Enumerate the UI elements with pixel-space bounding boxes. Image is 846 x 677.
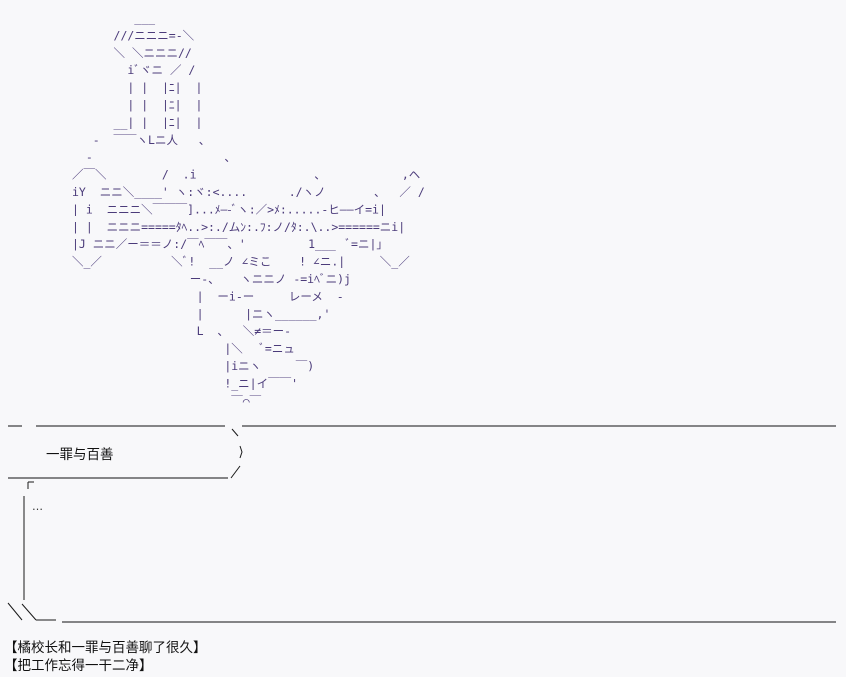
ascii-art-line: |iニヽ ￣) xyxy=(72,359,314,373)
caption-line-2: 【把工作忘得一干二净】 xyxy=(4,658,153,674)
narration-open-bracket xyxy=(27,481,34,489)
ascii-art-line: |＼ ﾞ=ニュ xyxy=(72,342,295,356)
ascii-art-line: | ーi-ー レーメ - xyxy=(72,289,344,303)
ascii-art-line: __| | |ﾆ| | xyxy=(72,115,202,129)
ascii-art-line: | | ニニニ=====ﾀﾍ..>:./ムﾝ:.ﾌ:ノ/ﾀ:.\..>=====… xyxy=(72,220,405,234)
ascii-art-line: L 、 ＼≠＝ー- xyxy=(72,324,291,338)
ascii-art-line: iY ニニ＼____' ヽ:ヾ:<.... ./ヽノ 、 ／ / xyxy=(72,185,425,199)
frame-corner-mark xyxy=(231,428,239,437)
frame-right-bracket xyxy=(239,445,243,459)
ascii-art-line: | | |ﾆ| | xyxy=(72,81,202,95)
ascii-art-line: | i ニニニ＼￣￣￣]...ﾒ—-ﾞヽ:／>ﾒ:.....-ヒ——イ=i| xyxy=(72,202,386,216)
ascii-art-line: - ￣￣ヽLニ人 、 xyxy=(72,133,210,147)
ascii-art-line: | | |ﾆ| | xyxy=(72,98,202,112)
ascii-art-line: !_ニ|イ￣￣' xyxy=(72,376,298,390)
ascii-art-illustration: ___ ///ニニニ=-＼ ＼ ＼ニニニ// iﾞヾニ ／ / | | |ﾆ| … xyxy=(72,11,425,408)
ascii-art-line: ///ニニニ=-＼ xyxy=(72,28,195,42)
ascii-art-line: ー-、 ヽニニノ -=iﾍﾞニ)j xyxy=(72,272,351,286)
ascii-art-line: |J ニニ／ー＝＝ノ:/￣ﾍ￣￣、' 1___ ﾞ=ニ|」 xyxy=(72,237,388,251)
ascii-art-line: iﾞヾニ ／ / xyxy=(72,63,195,77)
ascii-art-line: ___ xyxy=(72,11,155,25)
ascii-art-line: - 、 xyxy=(72,150,236,164)
caption-line-1: 【橘校长和一罪与百善聊了很久】 xyxy=(4,640,207,656)
story-title: 一罪与百善 xyxy=(46,447,114,463)
ascii-art-line: ＼_／ ＼ﾞ! __ノ ∠ミこ ! ∠ニ.| ＼_／ xyxy=(72,255,410,269)
ascii-art-line: ￣⌒￣ xyxy=(72,394,262,408)
ascii-art-line: ／￣＼ / .i 、 ,ヘ xyxy=(72,168,420,182)
frame-bottom-corner xyxy=(230,465,241,479)
narration-bottom-marks xyxy=(7,602,56,621)
ascii-art-line: | |ニヽ______,' xyxy=(72,307,330,321)
ascii-art-line: ＼ ＼ニニニ// xyxy=(72,46,192,60)
narration-ellipsis: … xyxy=(32,500,43,513)
